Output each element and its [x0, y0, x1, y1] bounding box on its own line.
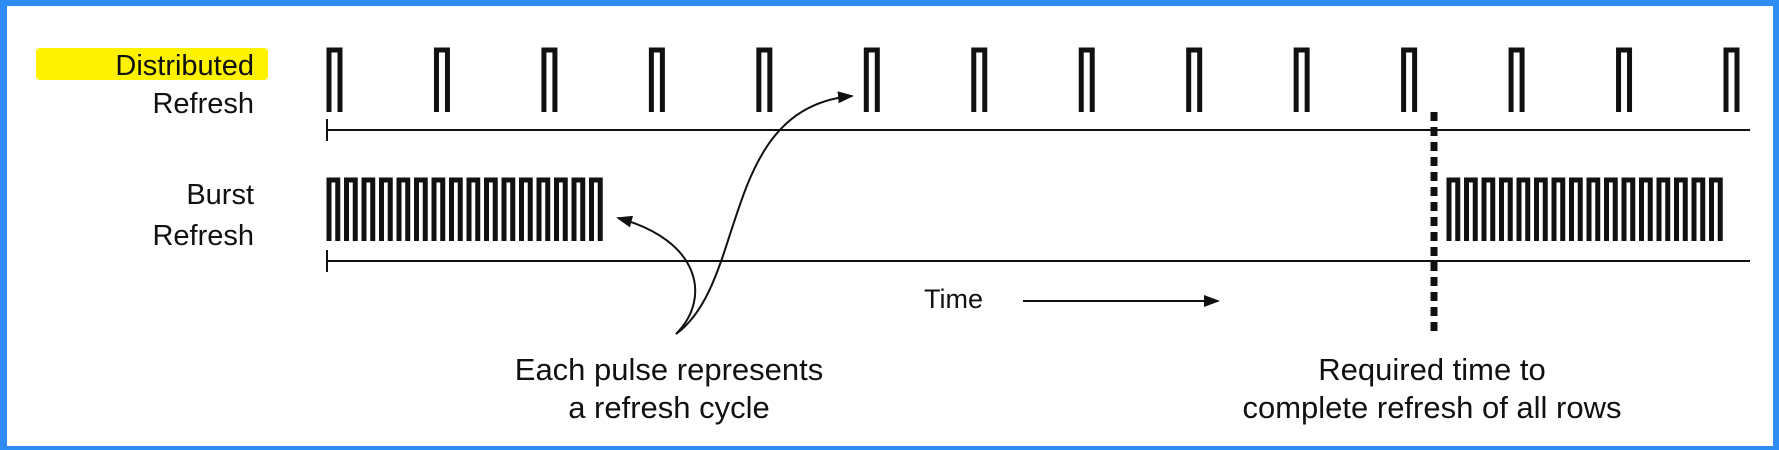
- pulse-to-distributed-arrow: [675, 91, 854, 335]
- burst-pulse: [1621, 177, 1636, 241]
- time-label: Time: [924, 284, 983, 314]
- distributed-pulse: [1616, 47, 1633, 112]
- burst-pulse: [449, 177, 463, 241]
- burst-pulse: [1464, 177, 1478, 241]
- distributed-refresh-waveform: [326, 47, 1740, 112]
- burst-pulse: [1691, 177, 1706, 241]
- distributed-pulse: [1293, 47, 1310, 112]
- required-time-note-line2: complete refresh of all rows: [1242, 390, 1621, 425]
- burst-label-line2: Refresh: [152, 220, 254, 252]
- frame-bottom-edge: [0, 446, 1779, 450]
- distributed-pulse: [648, 47, 665, 112]
- distributed-highlight: [36, 48, 268, 80]
- burst-pulse: [1604, 177, 1618, 241]
- distributed-label: Distributed: [115, 50, 254, 82]
- burst-pulse: [1674, 177, 1688, 241]
- burst-label: Burst: [186, 179, 254, 211]
- distributed-pulse: [1078, 47, 1095, 112]
- burst-pulse: [1586, 177, 1601, 241]
- burst-pulse: [536, 177, 551, 241]
- pulse-note: Each pulse represents: [515, 352, 823, 387]
- burst-pulse: [379, 177, 393, 241]
- frame-top-edge: [0, 0, 1779, 6]
- burst-pulse: [414, 177, 428, 241]
- burst-pulse: [1709, 177, 1723, 241]
- burst-pulse: [466, 177, 481, 241]
- burst-pulse: [361, 177, 376, 241]
- distributed-pulse: [863, 47, 880, 112]
- distributed-pulse: [971, 47, 988, 112]
- distributed-pulse: [326, 47, 343, 112]
- burst-pulse: [1499, 177, 1513, 241]
- burst-pulse: [571, 177, 586, 241]
- distributed-pulse: [1508, 47, 1525, 112]
- burst-pulse: [589, 177, 603, 241]
- distributed-pulse: [1723, 47, 1740, 112]
- burst-pulse: [1551, 177, 1566, 241]
- burst-pulse: [1656, 177, 1671, 241]
- burst-pulse: [1639, 177, 1653, 241]
- burst-refresh-waveform: [326, 177, 1723, 241]
- burst-pulse: [431, 177, 446, 241]
- distributed-label-line2: Refresh: [152, 88, 254, 120]
- pulse-note-line2: a refresh cycle: [568, 390, 770, 425]
- burst-pulse: [519, 177, 533, 241]
- pulse-to-burst-arrow: [616, 215, 697, 335]
- distributed-pulse: [433, 47, 450, 112]
- distributed-pulse: [1186, 47, 1203, 112]
- burst-pulse: [1516, 177, 1531, 241]
- burst-pulse: [326, 177, 341, 241]
- distributed-pulse: [541, 47, 558, 112]
- burst-pulse: [396, 177, 411, 241]
- burst-pulse: [1481, 177, 1496, 241]
- burst-pulse: [554, 177, 568, 241]
- burst-pulse: [344, 177, 358, 241]
- required-time-note: Required time to: [1318, 352, 1545, 387]
- burst-pulse: [501, 177, 516, 241]
- burst-pulse: [1569, 177, 1583, 241]
- burst-pulse: [1534, 177, 1548, 241]
- burst-pulse: [1446, 177, 1461, 241]
- frame-left-edge: [0, 0, 7, 450]
- distributed-pulse: [756, 47, 773, 112]
- distributed-pulse: [1401, 47, 1418, 112]
- burst-pulse: [484, 177, 498, 241]
- frame-right-edge: [1773, 0, 1779, 450]
